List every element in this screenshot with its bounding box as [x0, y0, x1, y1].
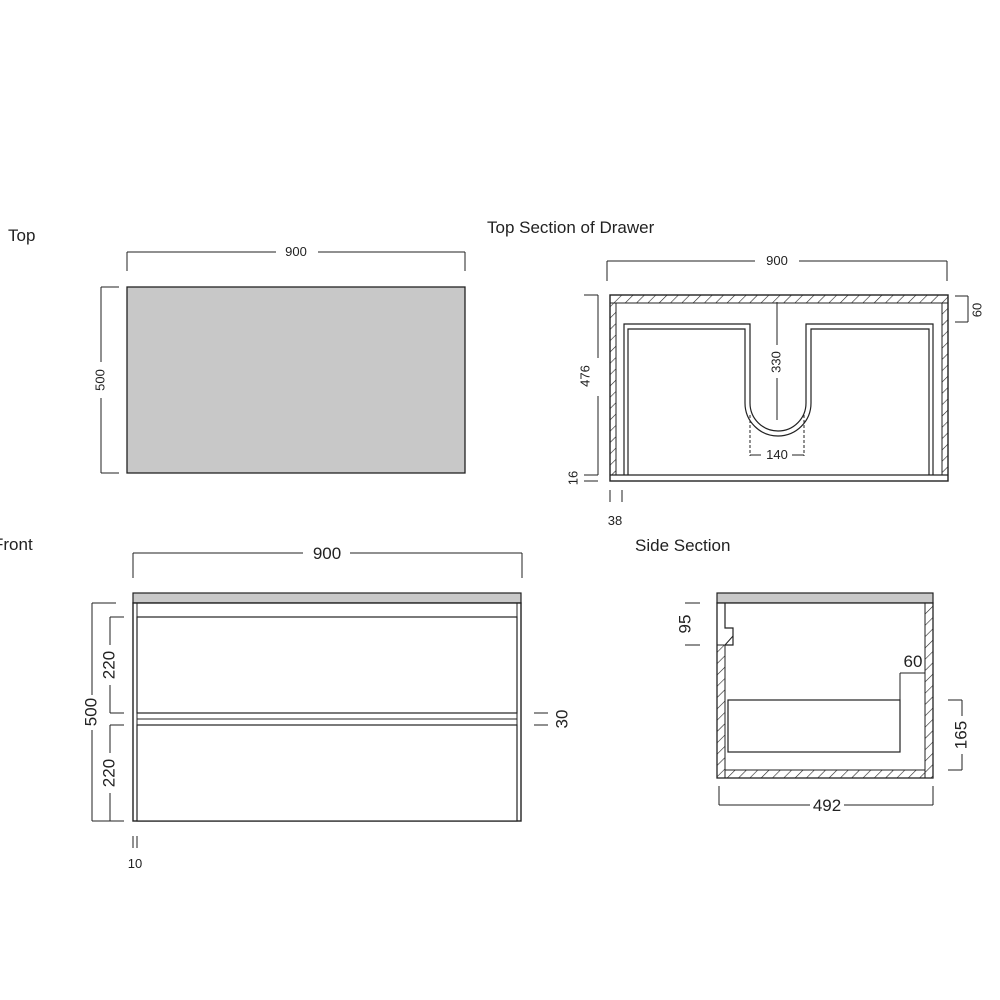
side-top-label: 95	[675, 615, 694, 634]
top-width-label: 900	[285, 244, 307, 259]
side-drawer-box	[727, 699, 901, 753]
top-section-width-dimension: 900	[606, 253, 948, 281]
side-drawer-height-label: 165	[951, 721, 970, 749]
drawer-outer	[609, 294, 949, 482]
top-width-dimension: 900	[126, 244, 466, 271]
top-section-depth-dimension: 476	[577, 294, 599, 476]
top-view: Top 900 500	[8, 226, 466, 474]
top-section-depth-label: 476	[577, 365, 592, 387]
front-countertop	[132, 592, 522, 604]
top-depth-dimension: 500	[92, 286, 119, 474]
cutout-width-label: 140	[766, 447, 788, 462]
front-gap-label: 30	[552, 710, 571, 729]
drawer-back-hatch	[609, 294, 949, 304]
front-drawer-bottom	[136, 724, 518, 822]
front-drawer-top	[136, 616, 518, 714]
front-view-title: Front	[0, 535, 33, 554]
front-height-label: 500	[81, 698, 100, 726]
front-height-dimension: 500	[81, 602, 116, 822]
top-section-view: Top Section of Drawer 900 330 140	[487, 218, 984, 528]
side-countertop	[716, 592, 934, 604]
front-drawer-top-label: 220	[99, 651, 118, 679]
side-back-gap-label: 60	[904, 652, 923, 671]
drawer-right-hatch	[941, 302, 949, 476]
cutout-depth-label: 330	[768, 351, 783, 373]
back-gap-label: 60	[969, 303, 984, 317]
front-width-dimension: 900	[132, 544, 523, 578]
top-section-width-label: 900	[766, 253, 788, 268]
side-section-view: Side Section 95 60 165 4	[635, 536, 970, 815]
side-offset-label: 38	[608, 513, 622, 528]
side-bottom-hatch	[724, 769, 926, 779]
top-view-title: Top	[8, 226, 35, 245]
front-thickness-label: 16	[565, 471, 580, 485]
front-width-label: 900	[313, 544, 341, 563]
drawer-inner-outline	[623, 323, 934, 475]
front-drawer-bottom-label: 220	[99, 759, 118, 787]
side-back-hatch	[924, 602, 934, 779]
side-section-title: Side Section	[635, 536, 730, 555]
top-depth-label: 500	[92, 369, 107, 391]
side-front-hatch	[716, 644, 726, 779]
side-depth-label: 492	[813, 796, 841, 815]
drawer-left-hatch	[609, 302, 617, 476]
front-side-label: 10	[128, 856, 142, 871]
side-handle-profile	[724, 603, 734, 646]
front-view: Front 900 500 220	[0, 535, 571, 871]
drawer-inner-outline-2	[627, 328, 930, 475]
top-section-title: Top Section of Drawer	[487, 218, 655, 237]
top-surface	[126, 286, 466, 474]
